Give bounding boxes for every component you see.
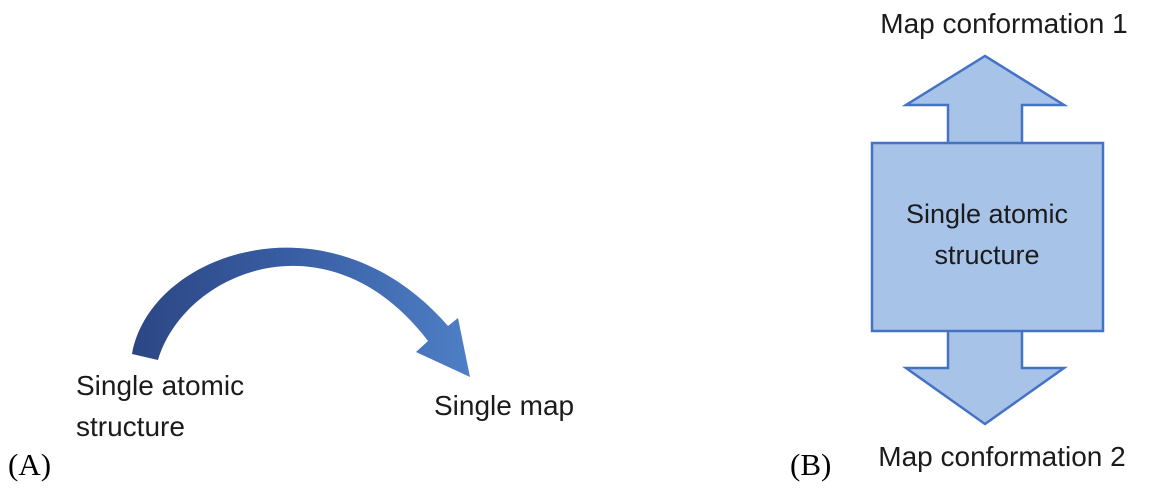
panel-a-target-label: Single map — [434, 390, 575, 421]
panel-b-bottom-label: Map conformation 2 — [878, 441, 1126, 472]
curved-arrow-shape — [132, 247, 470, 377]
panel-a-source-label: Single atomic structure — [76, 370, 245, 442]
panel-a-letter: (A) — [8, 447, 52, 482]
structure-box — [870, 141, 1105, 333]
panel-b-top-label: Map conformation 1 — [880, 8, 1128, 39]
panel-b-box-label: Single atomic structure — [905, 199, 1069, 270]
panel-b-letter: (B) — [790, 447, 832, 482]
